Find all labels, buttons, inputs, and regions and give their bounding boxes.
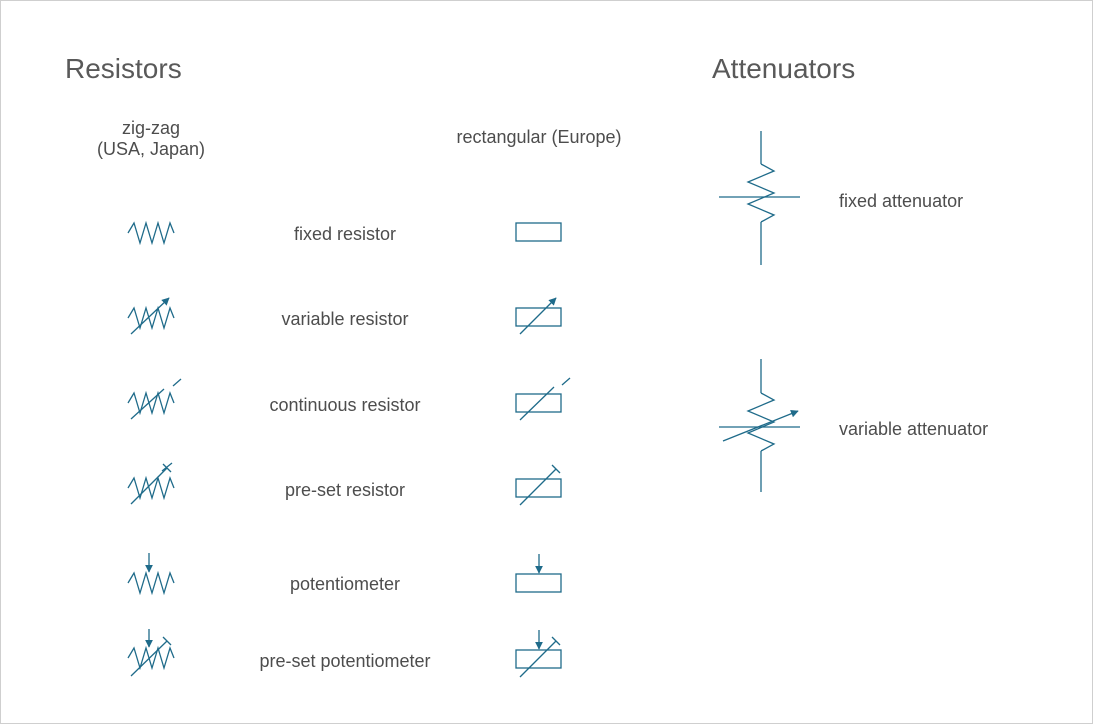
rect-preset-resistor-symbol: [515, 464, 562, 506]
zigzag-variable-resistor-symbol: [127, 297, 175, 335]
rectangular-column-header: rectangular (Europe): [456, 127, 622, 147]
zigzag-preset-resistor-symbol: [127, 462, 175, 505]
rect-fixed-resistor-symbol: [515, 222, 562, 242]
label-continuous-resistor: continuous resistor: [269, 395, 421, 415]
fixed-attenuator-symbol: [719, 131, 800, 265]
rect-preset-potentiometer-symbol: [515, 630, 562, 678]
label-preset-resistor: pre-set resistor: [284, 480, 406, 500]
zigzag-continuous-resistor-symbol: [127, 378, 182, 420]
rect-continuous-resistor-symbol: [515, 377, 571, 421]
zigzag-fixed-resistor-symbol: [127, 220, 175, 246]
zigzag-column-header: zig-zag (USA, Japan): [97, 118, 205, 160]
label-variable-attenuator: variable attenuator: [839, 419, 989, 439]
variable-attenuator-symbol: [719, 359, 800, 492]
rect-potentiometer-symbol: [515, 554, 562, 593]
label-variable-resistor: variable resistor: [281, 309, 409, 329]
zigzag-header-line2: (USA, Japan): [96, 139, 206, 159]
label-fixed-attenuator: fixed attenuator: [839, 191, 964, 211]
label-fixed-resistor: fixed resistor: [293, 224, 397, 244]
rect-variable-resistor-symbol: [515, 297, 562, 335]
label-preset-potentiometer: pre-set potentiometer: [259, 651, 431, 671]
zigzag-header-line1: zig-zag: [121, 118, 181, 138]
resistors-heading: Resistors: [65, 53, 182, 84]
zigzag-preset-potentiometer-symbol: [127, 629, 175, 677]
zigzag-potentiometer-symbol: [127, 553, 175, 596]
label-potentiometer: potentiometer: [289, 574, 401, 594]
attenuators-heading: Attenuators: [712, 53, 856, 84]
